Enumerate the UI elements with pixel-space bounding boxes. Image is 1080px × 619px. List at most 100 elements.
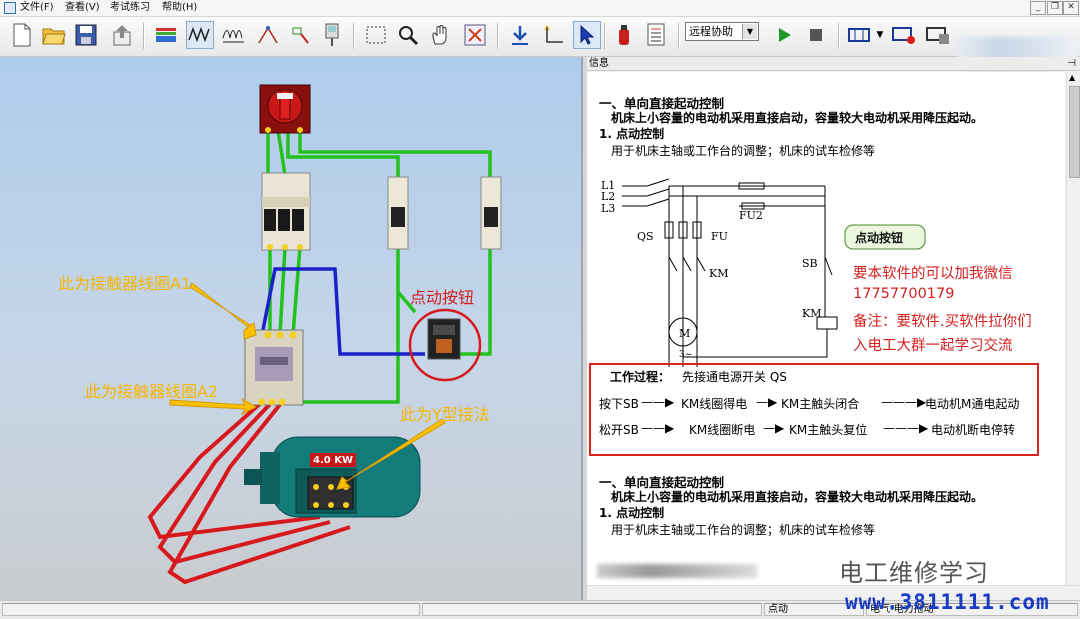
pan-hand-icon[interactable] [426,21,454,49]
power-rail-icon[interactable] [152,21,180,49]
wave-tool-icon[interactable] [186,21,214,49]
status-mode: 点动 [764,603,864,616]
zoom-icon[interactable] [394,21,422,49]
dropdown-arrow-icon[interactable]: ▼ [742,24,757,39]
horizontal-scrollbar[interactable] [587,585,1080,601]
section1-item-title: 1. 点动控制 [599,127,665,141]
ad-line3: 备注：要软件.买软件拉你们 [853,314,1032,330]
section2-subtitle: 机床上小容量的电动机采用直接启动，容量较大电动机采用降压起动。 [611,490,984,504]
open-folder-icon[interactable] [40,21,68,49]
fuse-left [387,176,409,250]
jog-button-highlight [408,308,482,382]
process-row2-step1: 松开SB [599,423,639,437]
watermark-text: 电工维修学习 [839,559,989,587]
minimize-button[interactable]: _ [1030,1,1046,15]
download-icon[interactable] [506,21,534,49]
fire-extinguisher-icon[interactable] [610,21,638,49]
label-km: KM [709,267,728,280]
menu-bar: 文件(F) 查看(V) 考试练习 帮助(H) _ ❐ ✕ [0,0,1080,17]
section2-title: 一、单向直接起动控制 [599,475,725,490]
axis-tool-icon[interactable] [540,21,568,49]
label-motor: M [679,327,690,340]
section2-item-title: 1. 点动控制 [599,506,665,520]
y-connection-label: 此为Y型接法 [400,405,490,424]
process-row2-step2: KM线圈断电 [689,423,756,437]
coil-tool-icon[interactable] [220,21,248,49]
scroll-up-icon[interactable]: ▲ [1069,73,1076,82]
probe-tool-icon[interactable] [286,21,314,49]
label-l1: L1 [601,179,615,192]
annotation-arrows [169,282,446,490]
push-button [427,318,461,360]
menu-exam[interactable]: 考试练习 [110,2,150,13]
section1-title: 一、单向直接起动控制 [599,96,725,111]
arrow-icon: —▶ [763,421,785,435]
rotary-switch [259,84,311,134]
stop-icon[interactable] [802,21,830,49]
toolbar: ▼ [0,17,1080,71]
breakpoint-tool-icon[interactable] [890,21,918,49]
menu-view[interactable]: 查看(V) [65,2,100,13]
close-button[interactable]: ✕ [1063,1,1079,15]
fit-view-icon[interactable] [461,21,489,49]
section1-subtitle: 机床上小容量的电动机采用直接启动，容量较大电动机采用降压起动。 [611,111,984,125]
motor-wires-red [147,400,351,585]
process-row2-step3: KM主触头复位 [789,423,868,437]
ad-line1: 要本软件的可以加我微信 [853,266,1013,282]
app-icon [4,2,16,14]
panel-splitter[interactable] [583,57,587,600]
export-icon[interactable] [108,21,136,49]
circuit-breaker-main [261,172,311,251]
play-icon[interactable] [770,21,798,49]
layout-tool-icon[interactable] [924,21,952,49]
mode-select-value: 远程协助 [689,25,733,38]
pin-icon[interactable]: ⊣ [1067,58,1076,69]
select-rect-icon[interactable] [362,21,390,49]
mode-select[interactable]: 远程协助 ▼ [685,22,759,41]
info-panel-title: 信息 [589,58,609,69]
ad-line4: 入电工大群一起学习交流 [853,338,1013,354]
label-l2: L2 [601,190,615,203]
blue-control-wire [260,267,425,356]
blurred-text [597,564,757,578]
process-row2-step4: 电动机断电停转 [931,423,1016,437]
label-fu: FU [711,230,728,243]
circuit-schematic: L1 L2 L3 QS FU FU2 KM SB KM M 3~ 点动按钮 [601,178,926,367]
new-file-icon[interactable] [8,21,36,49]
label-fu2: FU2 [739,209,763,222]
info-panel-header: 信息 ⊣ [587,57,1080,71]
menu-file[interactable]: 文件(F) [20,2,54,13]
label-sb: SB [802,257,818,270]
arrow-icon: ———▶ [881,395,927,409]
process-box: 工作过程： 先接通电源开关 QS 按下SB ——▶ KM线圈得电 —▶ KM主触… [589,363,1039,456]
scroll-thumb[interactable] [1069,86,1080,178]
pointer-icon[interactable] [573,21,601,49]
arrow-icon: ———▶ [883,421,929,435]
menu-help[interactable]: 帮助(H) [162,2,198,13]
coil-a2-label: 此为接触器线圈A2 [85,382,219,401]
process-title: 工作过程： [610,370,671,384]
label-l3: L3 [601,202,615,215]
chevron-down-icon[interactable]: ▼ [876,30,884,40]
simulation-canvas[interactable]: 4.0 KW 此为接触器线圈A1 此为接触器线圈A2 点动按钮 此为Y型接法 [0,57,583,600]
motor-power-label: 4.0 KW [313,455,353,466]
document-list-icon[interactable] [642,21,670,49]
website-url: www.3811111.com [845,590,1050,614]
status-bar: 点动 电气-电力拖动 [0,600,1080,619]
process-row1-step3: KM主触头闭合 [781,397,860,411]
process-row1-step1: 按下SB [599,397,639,411]
status-cell-empty [2,603,420,616]
measure-tool-icon[interactable] [254,21,282,49]
rail-tool-icon[interactable] [845,21,873,49]
arrow-icon: ——▶ [641,395,675,409]
status-info: 电气-电力拖动 [866,603,1078,616]
restore-button[interactable]: ❐ [1047,1,1063,15]
ad-line2: 17757700179 [853,286,955,302]
section2-item-desc: 用于机床主轴或工作台的调整；机床的试车检修等 [611,523,876,537]
coil-a1-label: 此为接触器线圈A1 [58,274,192,293]
vertical-scrollbar[interactable]: ▲ [1066,72,1080,585]
save-icon[interactable] [72,21,100,49]
label-qs: QS [637,230,654,243]
meter-tool-icon[interactable] [318,21,346,49]
section1-item-desc: 用于机床主轴或工作台的调整；机床的试车检修等 [611,144,876,158]
